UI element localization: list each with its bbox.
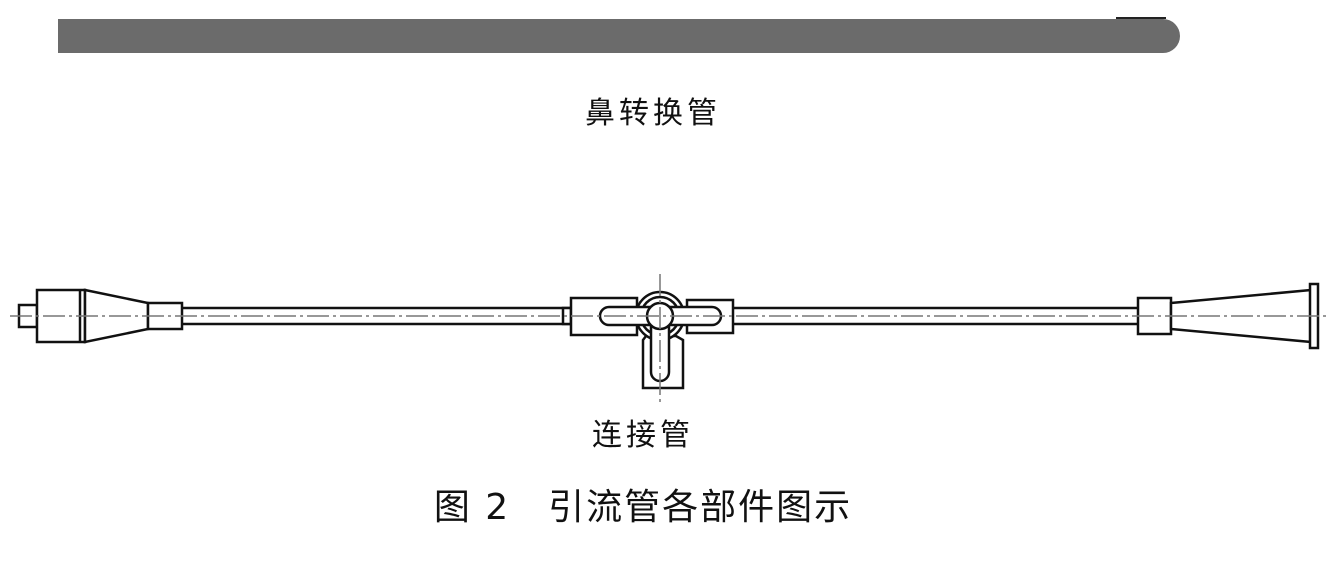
nasal-conversion-tube (58, 17, 1180, 53)
connector-tube (10, 274, 1330, 402)
connector-tube-label: 连接管 (592, 418, 694, 453)
figure-caption: 图 2 引流管各部件图示 (433, 487, 853, 528)
nasal-tube-label: 鼻转换管 (585, 96, 721, 131)
